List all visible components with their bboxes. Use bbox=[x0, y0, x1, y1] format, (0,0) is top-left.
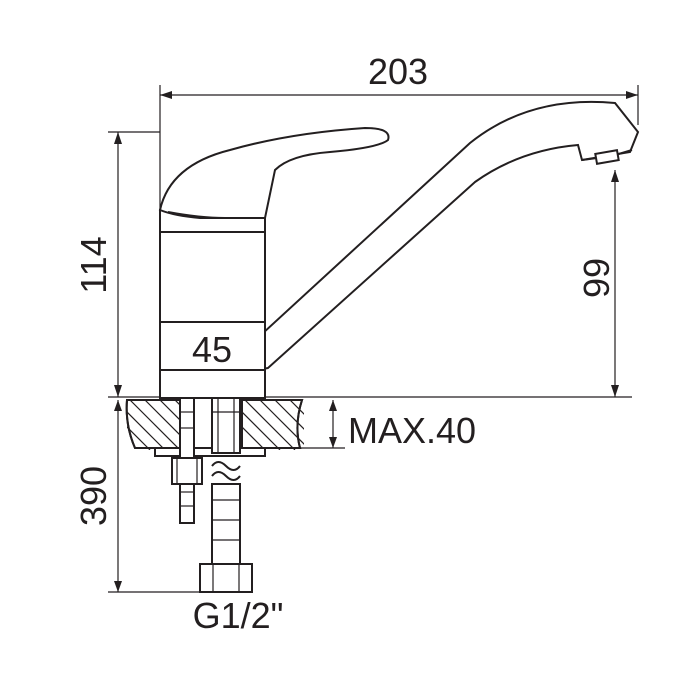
dim-thread: G1/2" bbox=[193, 595, 284, 636]
dim-spout-height: 99 bbox=[576, 258, 617, 298]
spout bbox=[248, 100, 640, 370]
hose-connector bbox=[199, 563, 253, 593]
hose-lower bbox=[211, 483, 241, 565]
dim-handle-height: 114 bbox=[73, 236, 114, 293]
aerator bbox=[594, 149, 620, 165]
lever-handle bbox=[158, 126, 390, 219]
dim-overall-width: 203 bbox=[368, 51, 428, 92]
hose-upper bbox=[211, 397, 241, 454]
dim-body-diameter: 45 bbox=[192, 329, 232, 370]
dimension-arrows bbox=[114, 91, 638, 592]
mounting-deck bbox=[125, 399, 304, 450]
mounting-hardware bbox=[154, 397, 266, 593]
dim-hose-length: 390 bbox=[73, 466, 114, 526]
dim-max-deck: MAX.40 bbox=[348, 410, 476, 451]
washer-plate bbox=[154, 447, 266, 457]
